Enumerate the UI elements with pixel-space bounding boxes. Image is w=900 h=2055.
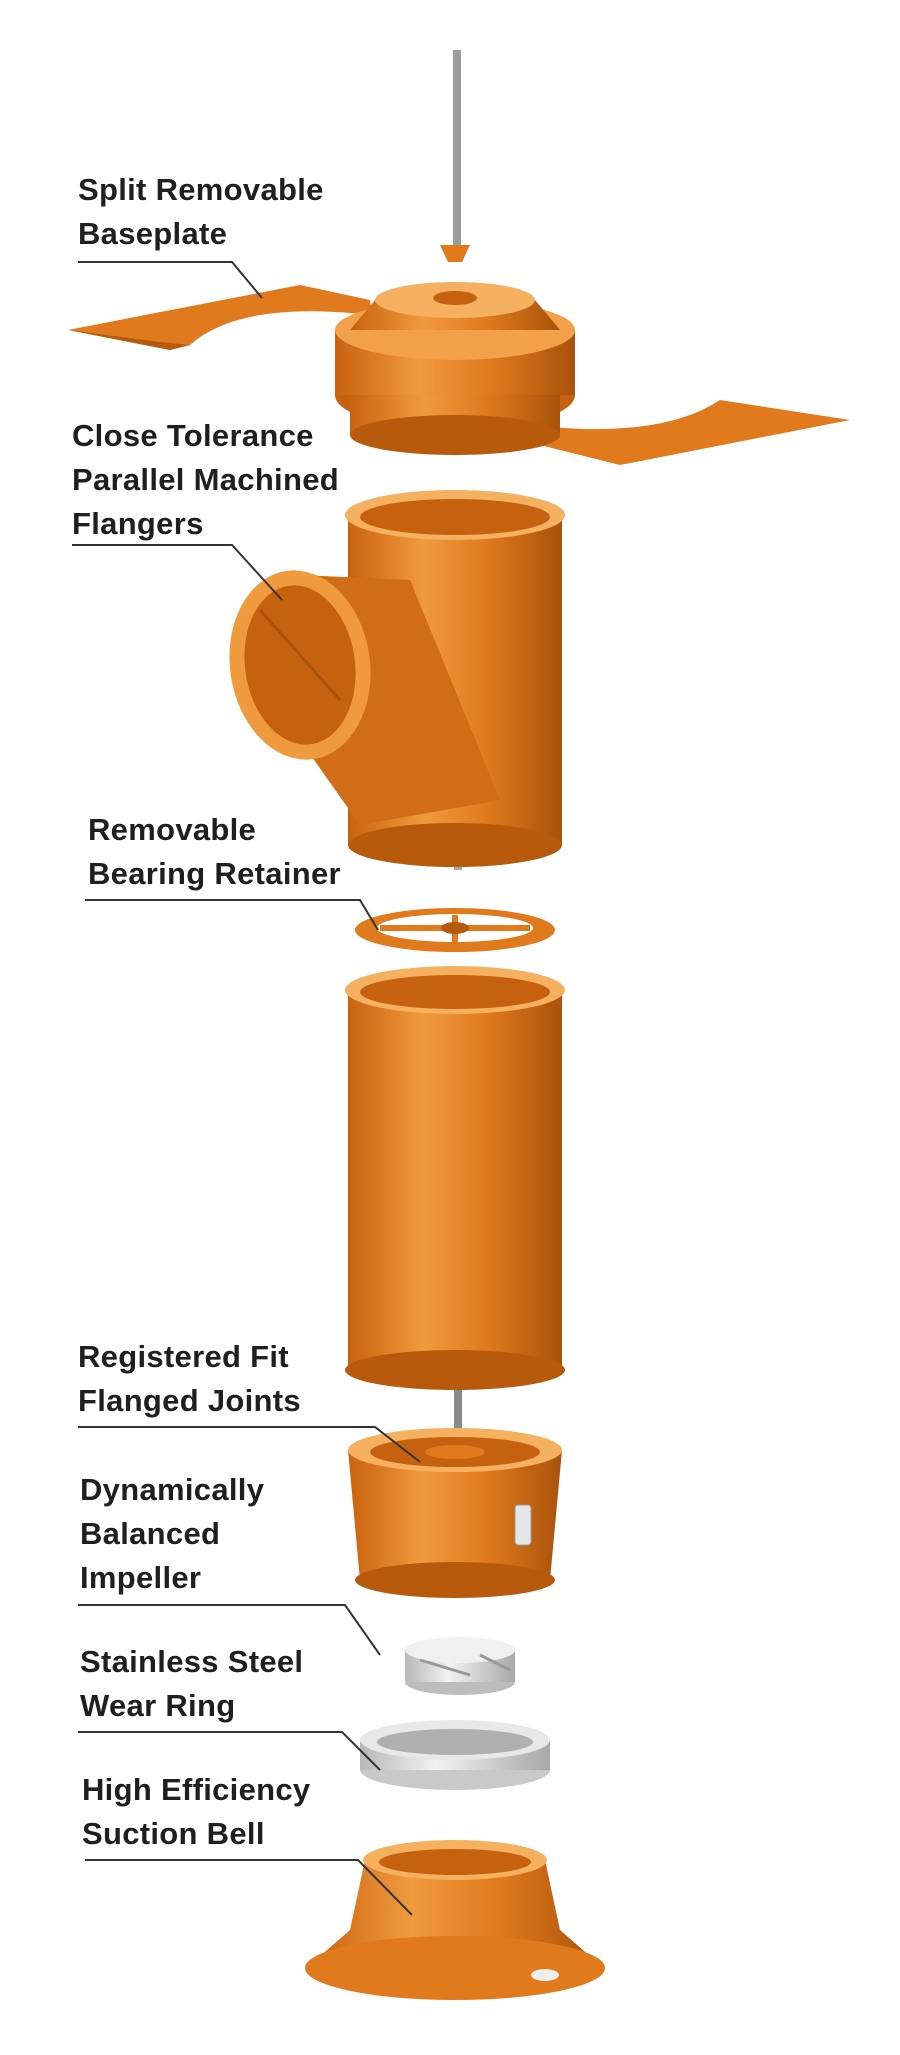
split-baseplate: [68, 282, 850, 465]
leader-lines: [72, 261, 421, 1916]
leader-bearing: [85, 899, 379, 931]
leader-joints: [78, 1426, 421, 1463]
leader-impeller: [78, 1604, 381, 1656]
pump-bowl: [348, 1428, 562, 1598]
leader-wearring: [78, 1731, 381, 1771]
leader-baseplate: [78, 261, 263, 299]
discharge-tee: [229, 490, 565, 867]
leader-flangers: [72, 544, 283, 601]
impeller: [405, 1637, 515, 1695]
wear-ring: [360, 1720, 550, 1790]
bearing-retainer: [355, 908, 555, 952]
leader-bell: [85, 1859, 413, 1916]
suction-bell: [305, 1840, 605, 2000]
column-pipe: [345, 966, 565, 1390]
